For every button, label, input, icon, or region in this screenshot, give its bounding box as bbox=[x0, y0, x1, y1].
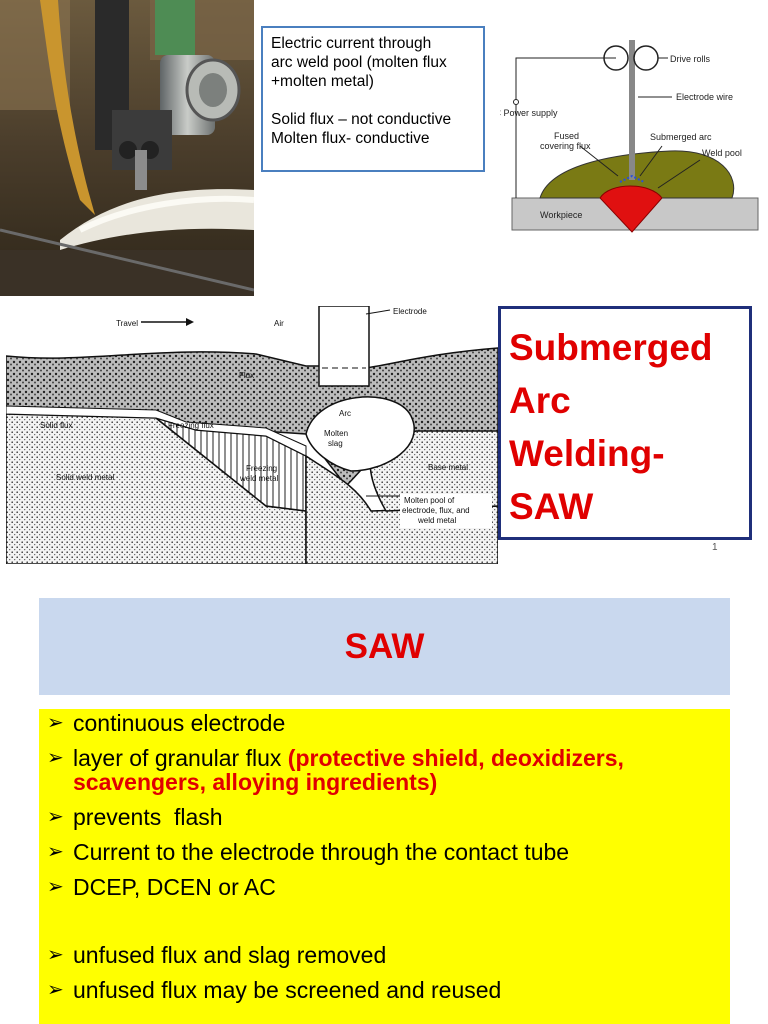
page-number: 1 bbox=[712, 542, 718, 553]
arrow-bullet-icon: ➢ bbox=[47, 841, 64, 863]
saw-header: SAW bbox=[39, 598, 730, 695]
label-molten-pool-1: Molten pool of bbox=[404, 496, 455, 505]
label-electrode: Electrode bbox=[393, 307, 427, 316]
bullet-text: continuous electrode bbox=[73, 710, 286, 736]
arrow-bullet-icon: ➢ bbox=[47, 979, 64, 1001]
arrow-bullet-icon: ➢ bbox=[47, 747, 64, 769]
saw-schematic-diagram: Drive rolls Electrode wire DC Power supp… bbox=[488, 36, 762, 244]
bullet-highlight: (protective shield, deoxidizers, scaveng… bbox=[73, 745, 624, 795]
label-molten-pool-3: weld metal bbox=[417, 516, 456, 525]
arrow-bullet-icon: ➢ bbox=[47, 712, 64, 734]
label-freezing-weld-1: Freezing bbox=[246, 464, 277, 473]
flux-conductivity-textbox: Electric current through arc weld pool (… bbox=[261, 26, 485, 172]
label-molten-slag-2: slag bbox=[328, 439, 343, 448]
arrow-bullet-icon: ➢ bbox=[47, 876, 64, 898]
label-fused-flux-1: Fused bbox=[554, 131, 579, 141]
welding-photo bbox=[0, 0, 254, 296]
slide-title-box: Submerged Arc Welding- SAW bbox=[498, 306, 752, 540]
weld-cross-section-diagram: Travel Air Electrode Flux Arc Solid flux… bbox=[5, 305, 499, 565]
label-flux: Flux bbox=[239, 371, 254, 380]
bullet-item: ➢ prevents flash bbox=[47, 805, 720, 829]
drive-roll-right bbox=[633, 45, 659, 71]
label-drive-rolls: Drive rolls bbox=[670, 54, 711, 64]
bullet-text: Current to the electrode through the con… bbox=[73, 839, 570, 865]
label-power-supply: DC Power supply bbox=[500, 108, 558, 118]
label-fused-flux-2: covering flux bbox=[540, 141, 591, 151]
label-freezing-flux: Freezing flux bbox=[168, 421, 214, 430]
label-air: Air bbox=[274, 319, 284, 328]
title-line: Arc bbox=[509, 380, 571, 421]
textbox-line: Electric current through bbox=[271, 35, 432, 52]
arrow-bullet-icon: ➢ bbox=[47, 806, 64, 828]
textbox-line: arc weld pool (molten flux bbox=[271, 54, 447, 71]
weld-pool-shape bbox=[599, 185, 663, 233]
textbox-line: Solid flux – not conductive bbox=[271, 111, 452, 128]
bullet-text: layer of granular flux bbox=[73, 745, 288, 771]
electrode-wire-shape bbox=[629, 40, 635, 180]
bullet-text: unfused flux and slag removed bbox=[73, 942, 387, 968]
bullet-text: DCEP, DCEN or AC bbox=[73, 874, 276, 900]
bullet-item: ➢ DCEP, DCEN or AC bbox=[47, 875, 720, 899]
bullet-item: ➢ Current to the electrode through the c… bbox=[47, 840, 720, 864]
saw-header-title: SAW bbox=[344, 626, 425, 666]
textbox-line: Molten flux- conductive bbox=[271, 130, 430, 147]
bullet-text: unfused flux may be screened and reused bbox=[73, 977, 502, 1003]
flux-mound-shape bbox=[539, 150, 735, 199]
label-base-metal: Base metal bbox=[428, 463, 468, 472]
label-workpiece: Workpiece bbox=[540, 210, 582, 220]
label-weld-pool: Weld pool bbox=[702, 148, 742, 158]
label-solid-weld-metal: Solid weld metal bbox=[56, 473, 114, 482]
label-electrode-wire: Electrode wire bbox=[676, 92, 733, 102]
label-freezing-weld-2: weld metal bbox=[239, 474, 278, 483]
bullet-text: prevents flash bbox=[73, 804, 223, 830]
arrow-bullet-icon: ➢ bbox=[47, 944, 64, 966]
bullet-item: ➢ layer of granular flux (protective shi… bbox=[47, 746, 720, 794]
label-solid-flux: Solid flux bbox=[40, 421, 72, 430]
label-molten-slag-1: Molten bbox=[324, 429, 348, 438]
bullet-panel: ➢ continuous electrode ➢ layer of granul… bbox=[39, 709, 730, 1024]
label-arc: Arc bbox=[339, 409, 351, 418]
bullet-item: ➢ continuous electrode bbox=[47, 711, 720, 735]
label-molten-pool-2: electrode, flux, and bbox=[402, 506, 470, 515]
bullet-item: ➢ unfused flux may be screened and reuse… bbox=[47, 978, 720, 1002]
label-submerged-arc: Submerged arc bbox=[650, 132, 712, 142]
title-line: Submerged bbox=[509, 327, 713, 368]
textbox-line: +molten metal) bbox=[271, 73, 374, 90]
bullet-item: ➢ unfused flux and slag removed bbox=[47, 943, 720, 967]
title-line: SAW bbox=[509, 486, 594, 527]
title-line: Welding- bbox=[509, 433, 665, 474]
label-travel: Travel bbox=[116, 319, 138, 328]
slide-1: Electric current through arc weld pool (… bbox=[0, 0, 762, 565]
